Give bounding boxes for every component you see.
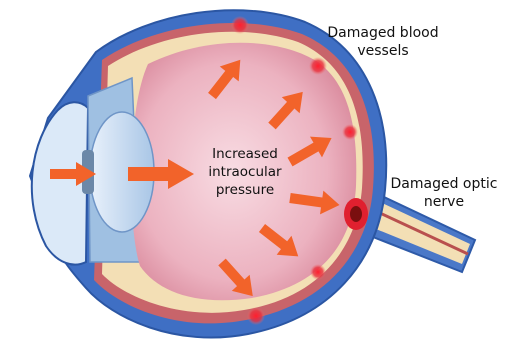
damaged-optic-disc xyxy=(344,198,368,230)
damaged-blood-vessels-label: Damaged blood vessels xyxy=(318,24,448,60)
damaged-vessel-spot xyxy=(231,16,249,34)
intraocular-pressure-label: Increased intraocular pressure xyxy=(193,145,297,199)
damaged-vessel-spot xyxy=(342,124,358,140)
damaged-vessel-spot xyxy=(247,307,265,325)
damaged-optic-nerve-line-2: nerve xyxy=(378,193,510,211)
damaged-optic-nerve-line-1: Damaged optic xyxy=(378,175,510,193)
damaged-blood-vessels-line-1: Damaged blood xyxy=(318,24,448,42)
intraocular-pressure-line-3: pressure xyxy=(193,181,297,199)
damaged-blood-vessels-line-2: vessels xyxy=(318,42,448,60)
damaged-optic-nerve-label: Damaged optic nerve xyxy=(378,175,510,211)
intraocular-pressure-line-2: intraocular xyxy=(193,163,297,181)
damaged-vessel-spot xyxy=(310,264,326,280)
intraocular-pressure-line-1: Increased xyxy=(193,145,297,163)
